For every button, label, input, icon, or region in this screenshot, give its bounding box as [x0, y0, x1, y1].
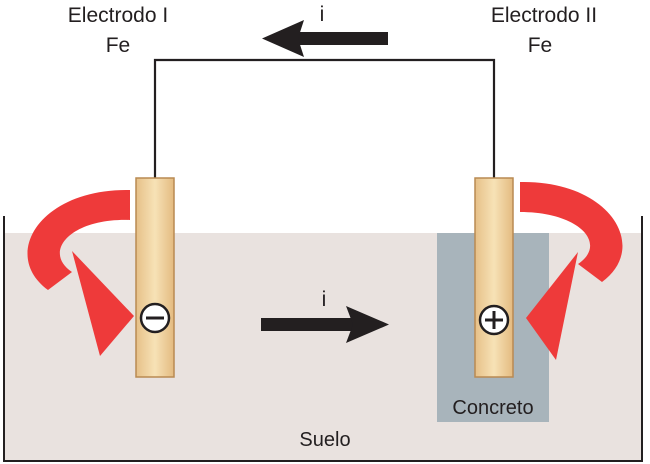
minus-sign-icon [139, 302, 171, 334]
soil-label: Suelo [299, 429, 350, 451]
current-label-wire: i [320, 3, 325, 26]
plus-sign-icon [478, 304, 510, 336]
electrode-right [474, 177, 514, 378]
concrete-label: Concreto [452, 397, 533, 419]
current-label-soil: i [322, 288, 327, 311]
current-arrow-top-icon [262, 20, 388, 57]
curved-arrow-left-icon [27, 189, 134, 356]
curved-arrow-right-icon [520, 181, 623, 360]
connecting-wire [153, 58, 496, 178]
electrode-right-name: Electrodo II [491, 4, 597, 27]
container-outline [3, 216, 643, 462]
electrode-right-metal: Fe [528, 34, 553, 57]
electrode-left [135, 177, 175, 378]
electrode-left-name: Electrodo I [68, 4, 168, 27]
current-arrow-soil-icon [261, 306, 389, 343]
electrode-left-metal: Fe [106, 34, 131, 57]
